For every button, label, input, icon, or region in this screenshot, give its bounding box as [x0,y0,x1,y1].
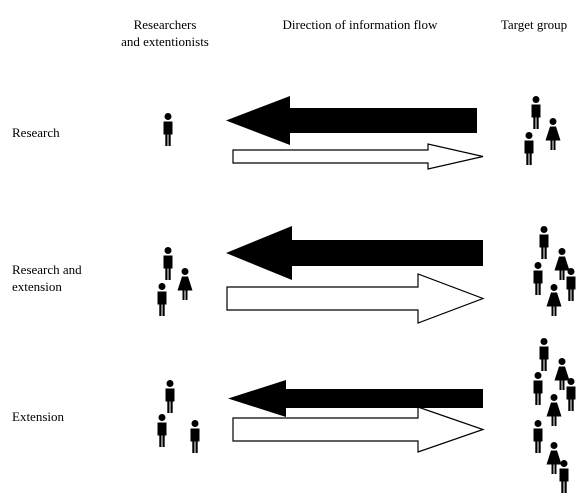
left-arrow-filled-icon [228,380,483,417]
target-group-extension [533,338,576,493]
person-female-icon [545,118,561,150]
person-male-icon [539,338,549,371]
header-researchers: Researchers and extentionists [121,17,209,49]
row-label-research: Research [12,125,60,140]
person-male-icon [163,247,173,280]
person-male-icon [566,268,576,301]
person-male-icon [559,460,569,493]
person-female-icon [554,358,570,390]
left-arrow-filled-icon [226,226,483,280]
person-female-icon [177,268,193,300]
person-male-icon [163,113,173,146]
researcher-group-research-and-extension [157,247,193,316]
person-male-icon [157,414,167,447]
person-male-icon [190,420,200,453]
researcher-group-extension [157,380,200,453]
header-direction: Direction of information flow [282,17,438,32]
person-female-icon [546,394,562,426]
person-female-icon [554,248,570,280]
person-male-icon [165,380,175,413]
right-arrow-outline-icon [232,143,484,170]
row-label-extension: Extension [12,409,64,424]
person-male-icon [539,226,549,259]
researcher-group-research [163,113,173,146]
right-arrow-outline-icon [226,273,485,324]
person-male-icon [533,372,543,405]
left-arrow-filled-icon [226,96,477,145]
person-male-icon [533,262,543,295]
person-male-icon [531,96,541,129]
target-group-research [524,96,561,165]
person-male-icon [533,420,543,453]
target-group-research-and-extension [533,226,576,316]
person-male-icon [566,378,576,411]
person-female-icon [546,442,562,474]
person-female-icon [546,284,562,316]
person-male-icon [524,132,534,165]
row-label-research-and-extension: Research and extension [12,262,82,294]
header-target-group: Target group [500,17,568,32]
right-arrow-outline-icon [232,406,485,453]
person-male-icon [157,283,167,316]
